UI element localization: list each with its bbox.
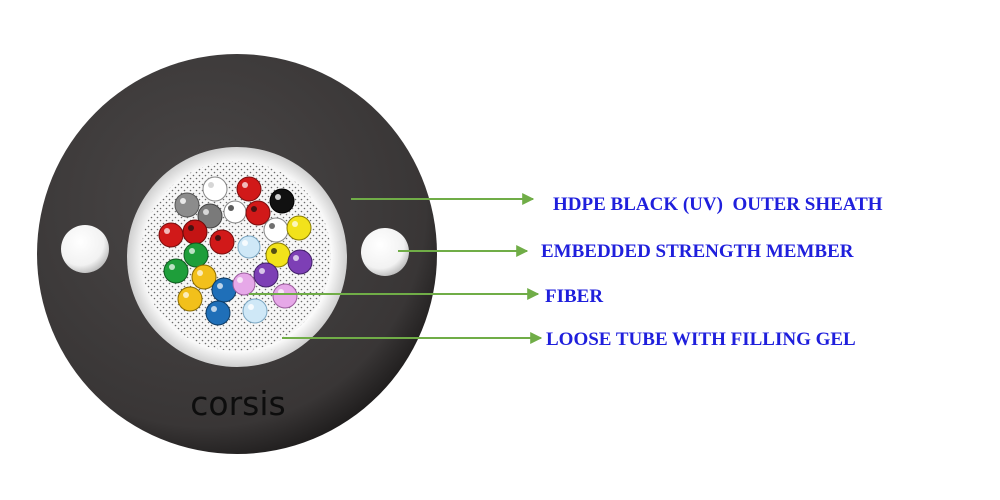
fiber: [209, 229, 235, 255]
fiber: [202, 176, 228, 202]
fiber: [269, 188, 295, 214]
fiber: [265, 242, 291, 268]
fiber: [236, 176, 262, 202]
fiber: [287, 249, 313, 275]
fiber-bundle: [158, 176, 313, 326]
label-outer-sheath: HDPE BLACK (UV) OUTER SHEATH: [553, 194, 883, 215]
fiber: [177, 286, 203, 312]
fiber: [272, 283, 298, 309]
fiber: [286, 215, 312, 241]
fiber: [232, 272, 256, 296]
fiber: [205, 300, 231, 326]
fiber: [197, 203, 223, 229]
fiber: [263, 217, 289, 243]
fiber: [242, 298, 268, 324]
fiber: [183, 242, 209, 268]
fiber: [158, 222, 184, 248]
strength-member-right: [361, 228, 409, 276]
fiber: [211, 277, 237, 303]
fiber: [245, 200, 271, 226]
label-strength-member: EMBEDDED STRENGTH MEMBER: [541, 241, 854, 262]
strength-member-left: [61, 225, 109, 273]
fiber: [253, 262, 279, 288]
fiber: [174, 192, 200, 218]
fiber: [191, 264, 217, 290]
fiber: [163, 258, 189, 284]
brand-logo-text: corsis: [190, 384, 285, 423]
label-loose-tube: LOOSE TUBE WITH FILLING GEL: [546, 329, 856, 350]
label-fiber: FIBER: [545, 286, 603, 307]
fiber: [182, 219, 208, 245]
fiber: [237, 235, 261, 259]
fiber: [223, 200, 247, 224]
